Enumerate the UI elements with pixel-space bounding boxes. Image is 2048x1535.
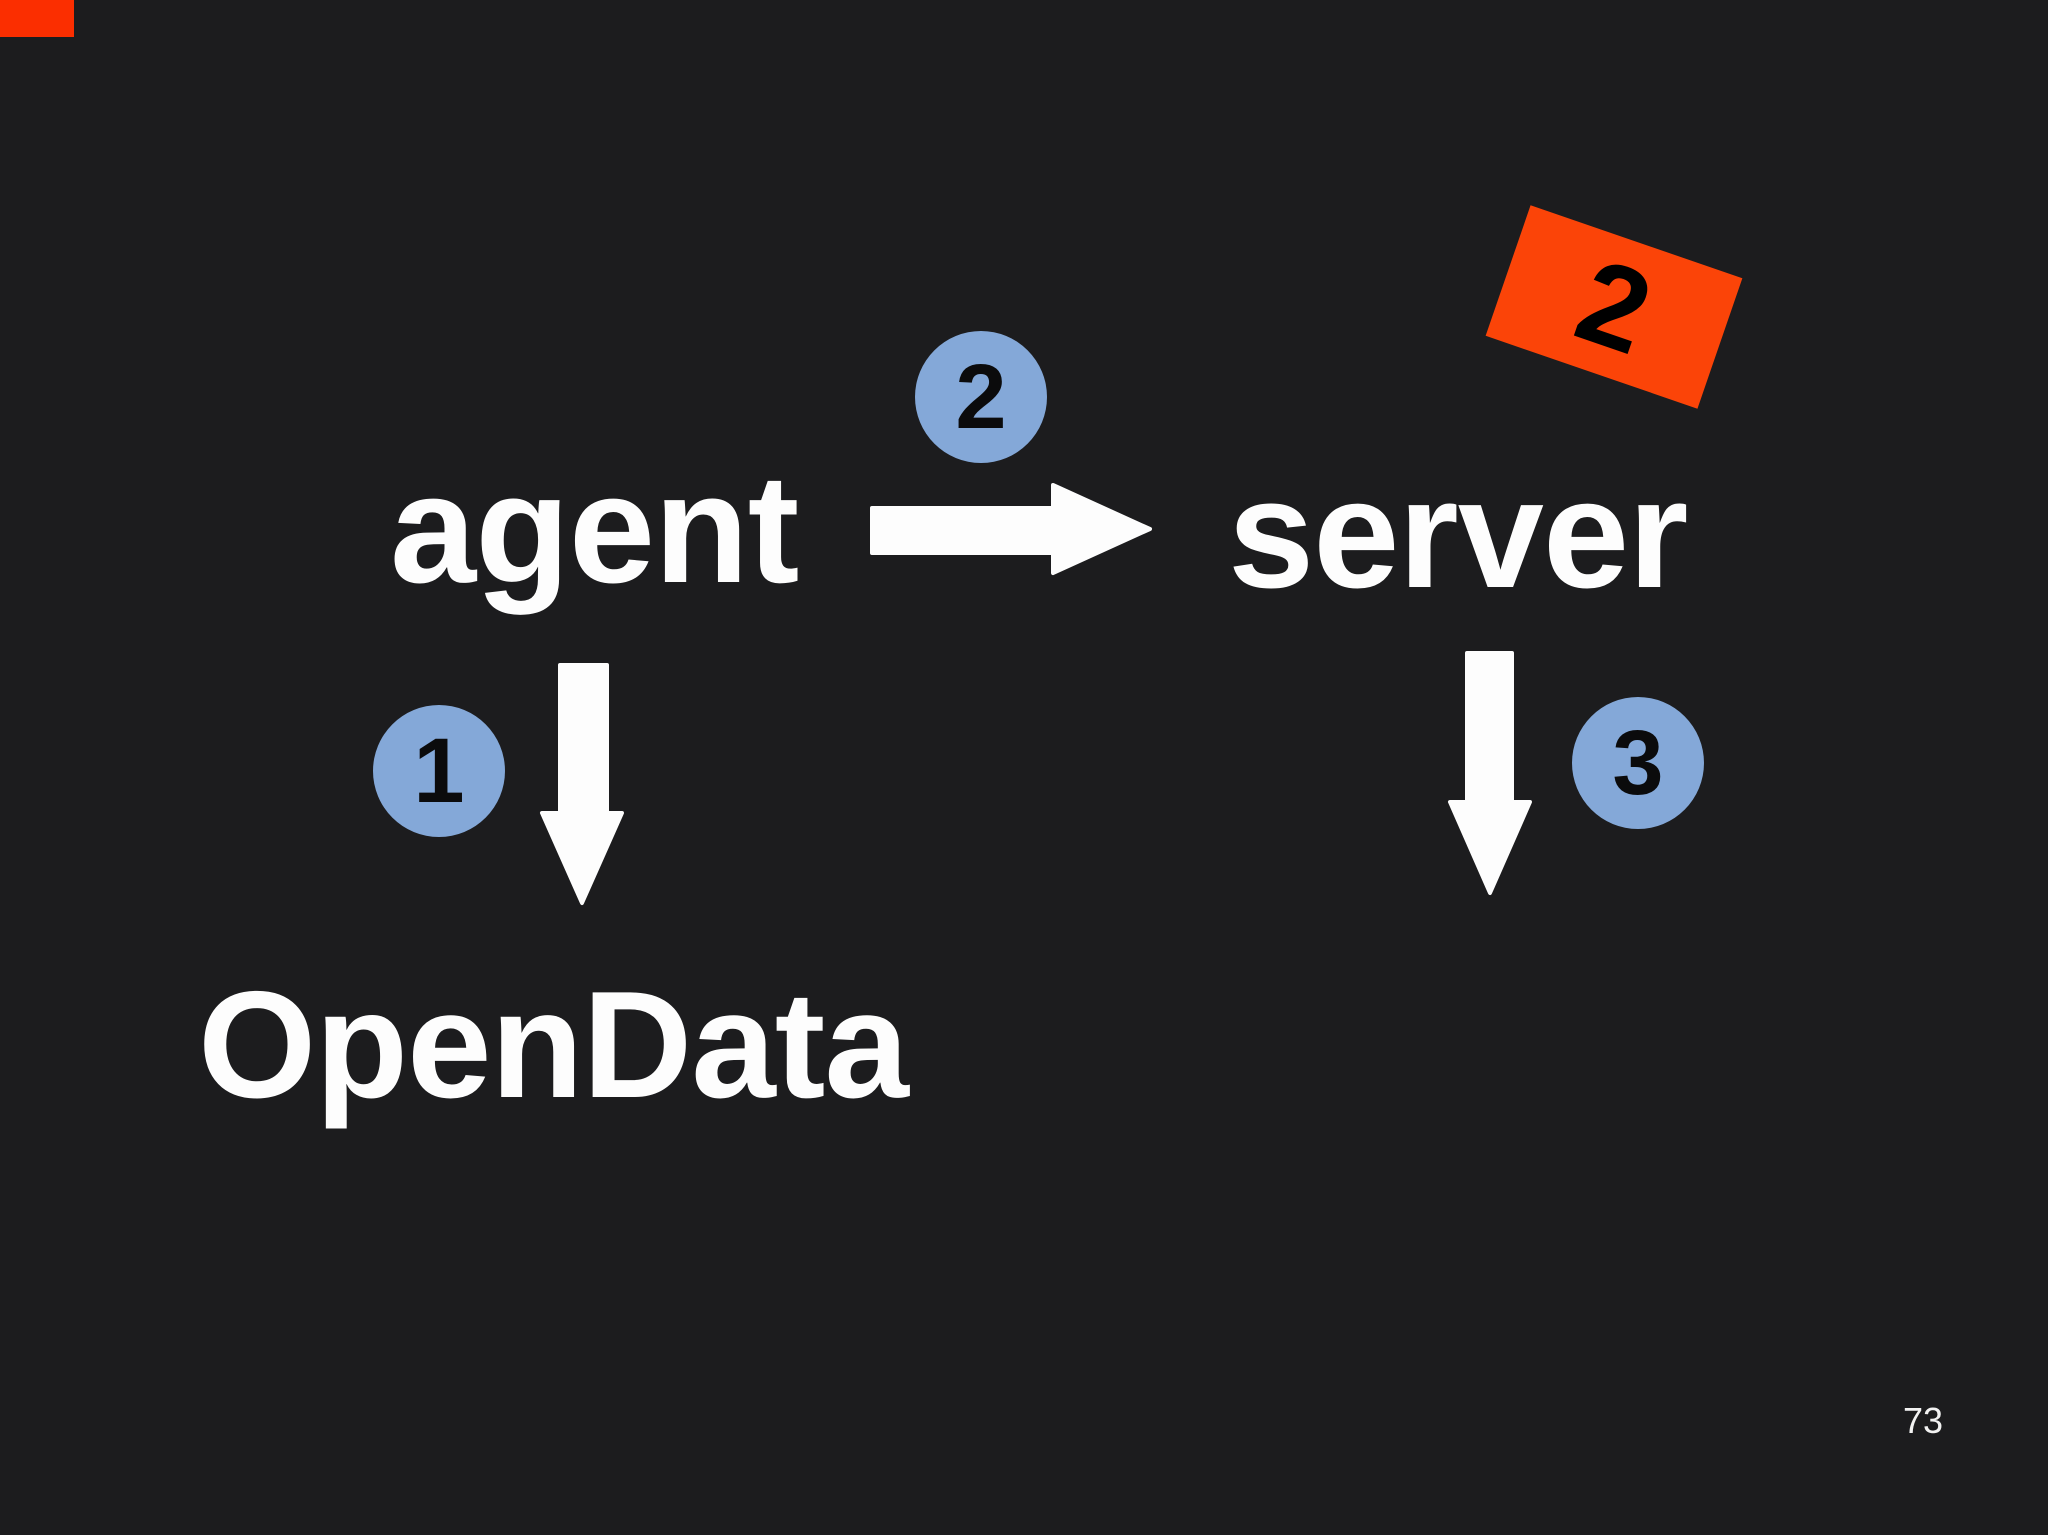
step-flag: 2 — [1485, 205, 1743, 409]
step-badge-1-number: 1 — [413, 720, 465, 822]
step-flag-number: 2 — [1561, 233, 1667, 381]
step-badge-3: 3 — [1572, 697, 1704, 829]
page-number: 73 — [1903, 1400, 1944, 1441]
down-arrow-icon — [1448, 651, 1532, 895]
step-badge-1: 1 — [373, 705, 505, 837]
step-badge-2: 2 — [915, 331, 1047, 463]
node-server-label: server — [1228, 447, 1688, 620]
right-arrow-icon — [870, 483, 1152, 575]
step-badge-2-number: 2 — [955, 346, 1007, 448]
node-opendata-label: OpenData — [198, 960, 909, 1130]
corner-flag — [0, 0, 74, 37]
node-agent-label: agent — [390, 442, 799, 615]
down-arrow-icon — [540, 663, 624, 905]
step-badge-3-number: 3 — [1612, 712, 1664, 814]
